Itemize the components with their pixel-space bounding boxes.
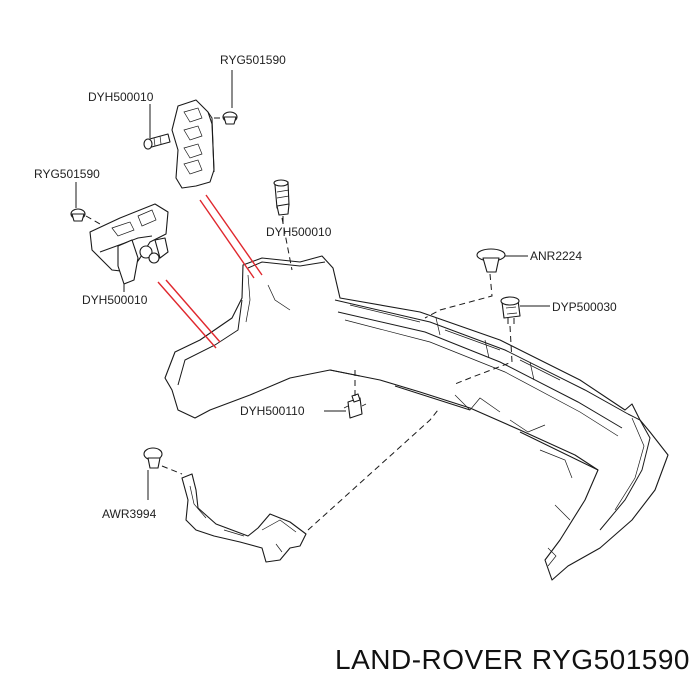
clip-anr2224 <box>476 248 506 273</box>
label-dyh500010-left: DYH500010 <box>82 293 148 307</box>
clip-dyp500030 <box>500 296 521 324</box>
label-dyh500110: DYH500110 <box>240 404 305 418</box>
lower-mounting-bracket <box>181 473 307 563</box>
alignment-line-awr <box>161 465 183 475</box>
footer-title: LAND-ROVER RYG501590 <box>335 644 690 675</box>
label-ryg501590-top: RYG501590 <box>220 53 286 67</box>
screw-ryg501590-left <box>70 208 86 222</box>
clip-dyh500010-center <box>273 179 290 216</box>
clip-dyh500110 <box>343 393 367 419</box>
label-anr2224: ANR2224 <box>530 249 582 263</box>
label-dyh500010-center: DYH500010 <box>266 225 332 239</box>
label-ryg501590-left: RYG501590 <box>34 167 100 181</box>
label-awr3994: AWR3994 <box>102 507 157 521</box>
highlight-lines-upper <box>199 194 263 279</box>
side-mounting-bracket-upper <box>171 99 215 189</box>
alignment-line-center-clip <box>281 217 293 271</box>
screw-ryg501590-top <box>222 111 238 125</box>
rear-bumper-cover <box>164 255 669 581</box>
clip-awr3994 <box>143 447 163 469</box>
label-dyh500010-top: DYH500010 <box>88 90 154 104</box>
side-mounting-bracket-lower <box>89 203 169 285</box>
label-dyp500030: DYP500030 <box>552 300 617 314</box>
alignment-line-left-screw <box>85 215 101 225</box>
highlight-lines-lower <box>157 279 221 349</box>
alignment-line-lower-bracket <box>307 409 439 531</box>
alignment-line-anr <box>424 273 493 319</box>
bolt-dyh500010-top <box>143 133 171 150</box>
